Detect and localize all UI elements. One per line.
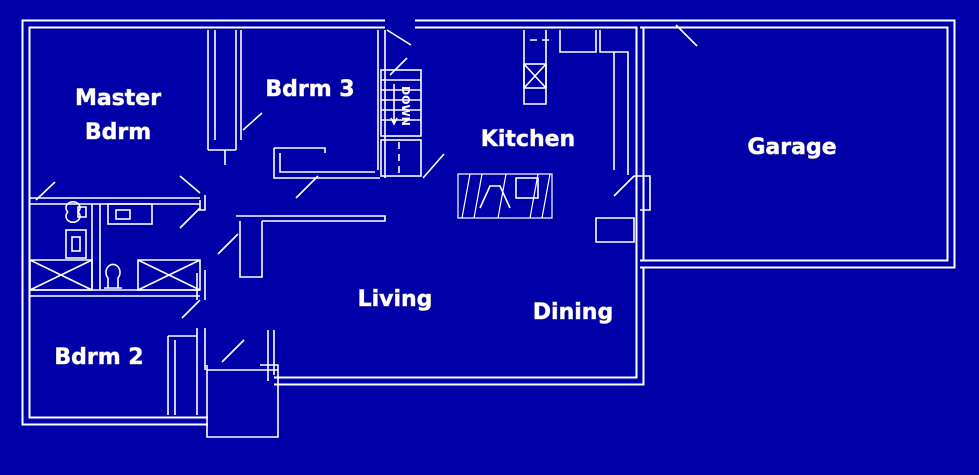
door-swings: [35, 24, 698, 363]
label-dining: Dining: [533, 300, 613, 325]
label-kitchen: Kitchen: [481, 127, 575, 152]
exterior-walls: [21, 19, 956, 426]
label-bdrm-3: Bdrm 3: [265, 77, 354, 102]
label-master-bdrm-1: Master: [75, 86, 161, 111]
stairs-label: DOWN: [399, 86, 412, 126]
label-living: Living: [358, 287, 433, 312]
label-master-bdrm-2: Bdrm: [85, 120, 151, 145]
interior-walls: [30, 30, 386, 438]
room-labels: Master Bdrm Bdrm 3 Kitchen Garage Living…: [54, 77, 837, 371]
label-bdrm-2: Bdrm 2: [54, 345, 143, 370]
label-garage: Garage: [747, 135, 836, 160]
bathroom-fixtures: [29, 201, 201, 291]
stairs: DOWN: [380, 69, 422, 177]
kitchen-fixtures: [457, 30, 651, 243]
